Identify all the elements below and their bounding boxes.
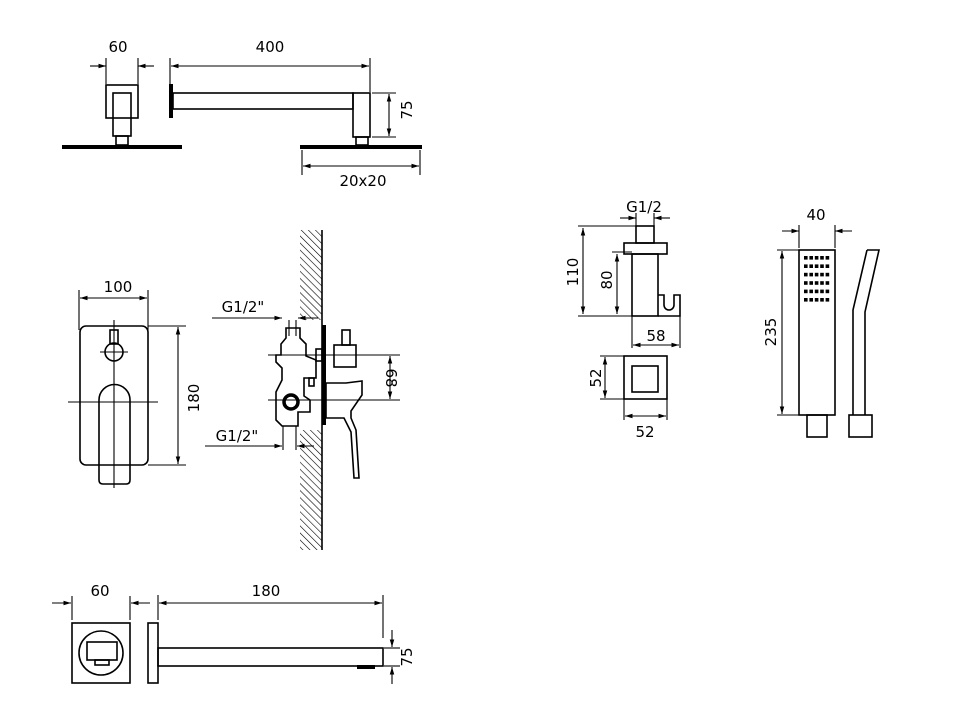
nozzle: [809, 289, 813, 294]
nozzle: [820, 256, 824, 260]
mixer-side-view: G1/2" G1/2" 68: [205, 230, 400, 550]
shower-arm-end-view: 60: [62, 38, 182, 149]
nozzle: [820, 289, 824, 294]
dim-label-holder-height: 110: [564, 258, 582, 287]
nozzle: [804, 281, 808, 285]
nozzle: [814, 272, 819, 277]
nozzle: [809, 256, 813, 260]
dim-label-spout-width: 60: [90, 582, 109, 600]
nozzle: [814, 264, 819, 268]
nozzle: [825, 272, 830, 277]
nozzle: [804, 264, 808, 268]
nozzle: [809, 298, 813, 302]
wall-outlet-holder: G1/2 110 80 58 52 52: [564, 198, 681, 441]
nozzle: [825, 256, 830, 260]
nozzle: [804, 289, 808, 294]
dim-label-mixer-width: 100: [104, 278, 133, 296]
wall-section-bottom: [300, 430, 322, 550]
dim-label-body-height: 80: [598, 270, 616, 289]
nozzle: [809, 281, 813, 285]
nozzle: [825, 289, 830, 294]
dim-label-arm-height: 75: [398, 100, 416, 119]
nozzle: [804, 256, 808, 260]
nozzle: [814, 298, 819, 302]
nozzle: [814, 256, 819, 260]
dim-label-arm-width: 60: [108, 38, 127, 56]
nozzle: [820, 281, 824, 285]
dim-label-spout-length: 180: [252, 582, 281, 600]
nozzle: [825, 264, 830, 268]
bath-spout: 60 180 75: [52, 582, 416, 684]
nozzle: [825, 298, 830, 302]
dim-label-head-size: 20x20: [339, 172, 386, 190]
dim-label-inlet-bottom: G1/2": [216, 427, 259, 445]
dim-label-plate-width: 52: [635, 423, 654, 441]
nozzle-grid: [804, 256, 830, 302]
nozzle: [820, 264, 824, 268]
wall-section-top: [300, 230, 322, 320]
nozzle: [814, 289, 819, 294]
nozzle: [820, 272, 824, 277]
dim-label-hand-shower-length: 235: [762, 318, 780, 347]
dim-label-spout-height: 75: [398, 647, 416, 666]
dim-label-mixer-height: 180: [185, 384, 203, 413]
nozzle: [820, 298, 824, 302]
dim-label-thread: G1/2: [626, 198, 662, 216]
nozzle: [804, 298, 808, 302]
shower-arm-side-view: 400 75 20x20: [169, 38, 422, 190]
dim-label-arm-length: 400: [256, 38, 285, 56]
dim-label-hand-shower-width: 40: [806, 206, 825, 224]
dim-label-spacing: 68: [382, 368, 400, 387]
dim-label-inlet-top: G1/2": [222, 298, 265, 316]
nozzle: [814, 281, 819, 285]
nozzle: [809, 264, 813, 268]
mixer-front-view: 100 180: [68, 278, 203, 488]
dim-label-plate-height: 52: [587, 368, 605, 387]
hand-shower: 40 235: [762, 206, 881, 438]
nozzle: [825, 281, 830, 285]
nozzle: [809, 272, 813, 277]
dim-label-depth: 58: [646, 327, 665, 345]
nozzle: [804, 272, 808, 277]
